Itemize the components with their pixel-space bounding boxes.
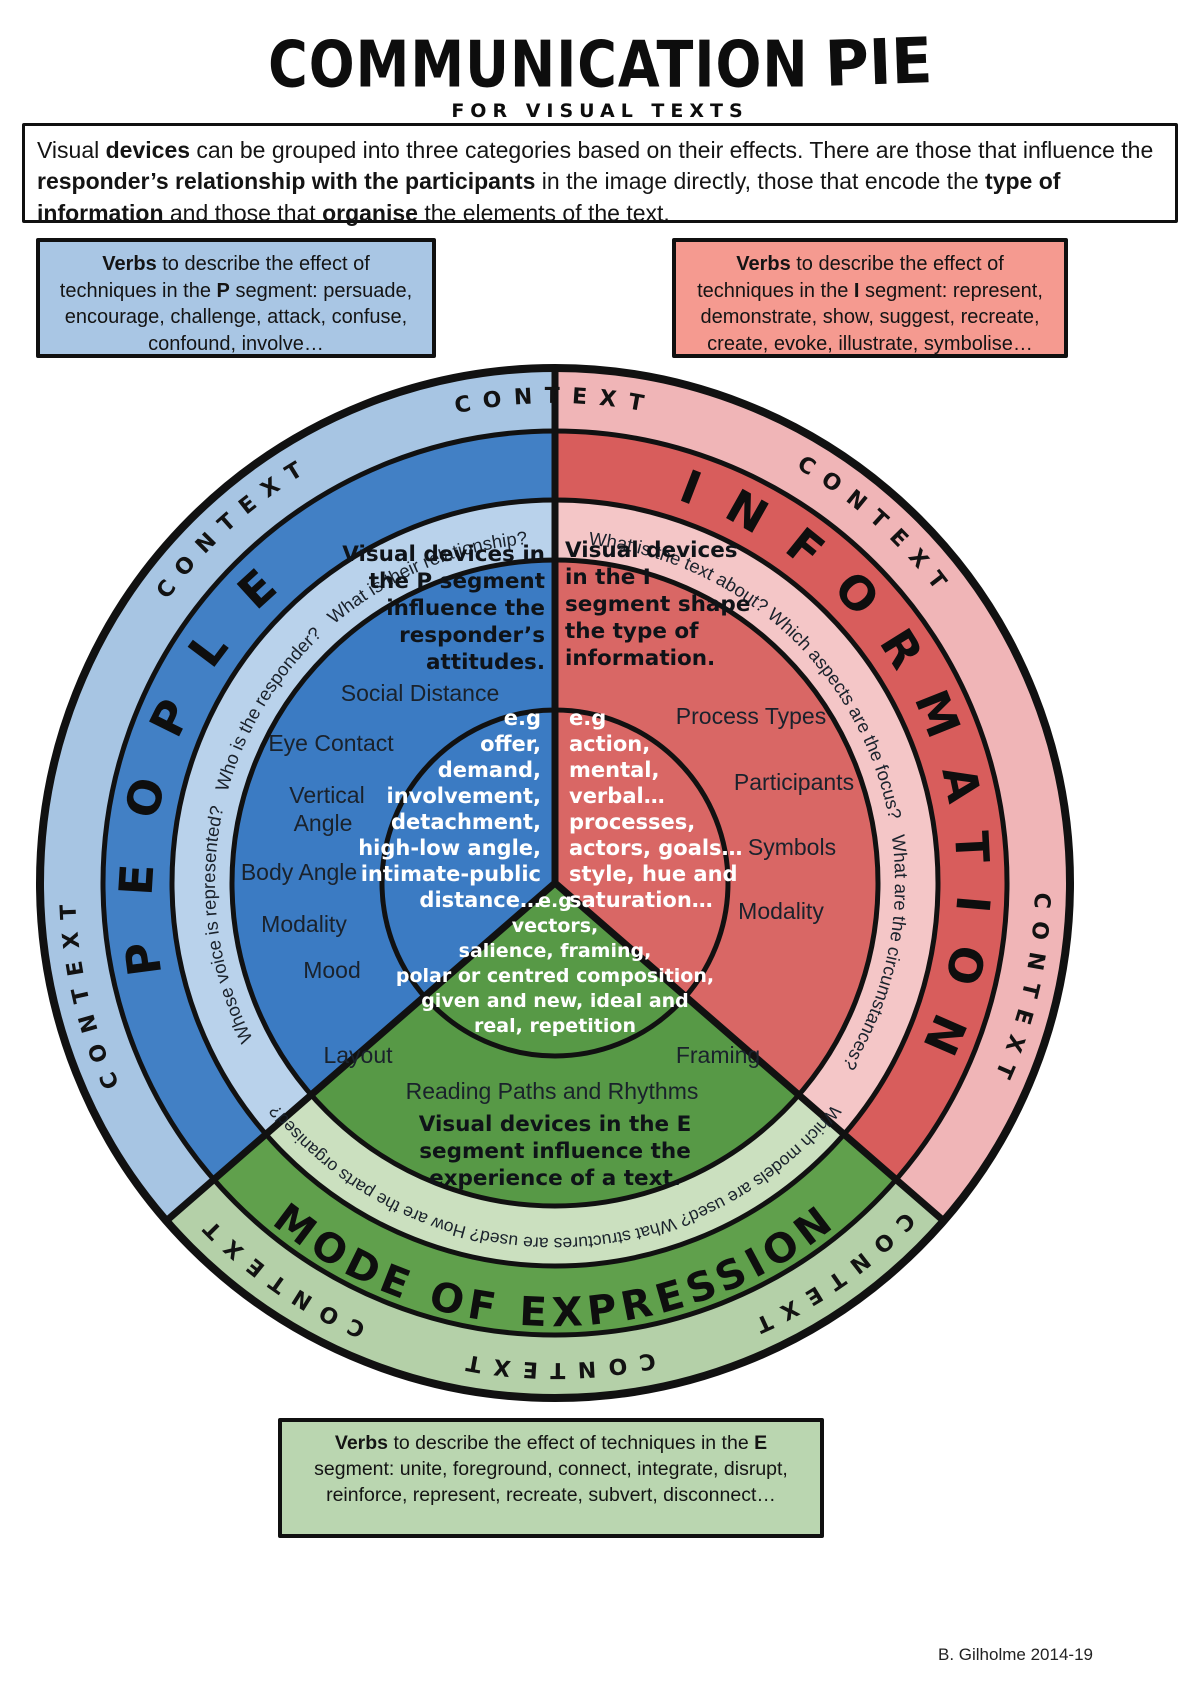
page-subtitle: FOR VISUAL TEXTS [451, 100, 749, 122]
item-i-symbols: Symbols [748, 834, 836, 860]
heading-p: Visual devices in the P segment influenc… [342, 542, 545, 675]
item-p-body-angle: Body Angle [241, 859, 357, 885]
heading-i: Visual devices in the I segment shape th… [565, 538, 751, 671]
segment-p-context-ring [39, 367, 555, 1221]
item-p-angle: Angle [294, 810, 353, 836]
item-i-participants: Participants [734, 769, 854, 795]
heading-e-wrap: Visual devices in the E segment influenc… [418, 1112, 692, 1191]
segment-e-context-ring [166, 1179, 944, 1399]
title-accent: PIE [823, 24, 934, 102]
segment-e-name-ring [213, 1134, 897, 1336]
item-e-layout: Layout [323, 1042, 393, 1068]
segment-i-name-ring [555, 431, 1008, 1180]
item-p-mood: Mood [303, 957, 361, 983]
item-p-social-distance: Social Distance [341, 680, 500, 706]
segment-e-inner [311, 883, 799, 1207]
divider-e-p [164, 880, 558, 1224]
intro-box: Visual devices can be grouped into three… [22, 123, 1178, 226]
item-e-framing: Framing [676, 1042, 760, 1068]
communication-pie-wheel: CONTEXT CONTEXT CONTEXT CONTEXT CONTEXT … [36, 364, 1074, 1402]
item-p-modality: Modality [261, 911, 347, 937]
verb-box-p: Verbs to describe the effect of techniqu… [36, 238, 436, 358]
verb-box-e: Verbs to describe the effect of techniqu… [278, 1418, 824, 1538]
item-i-process-types: Process Types [676, 703, 826, 729]
heading-i-wrap: Visual devices in the I segment shape th… [565, 538, 751, 671]
heading-e: Visual devices in the E segment influenc… [418, 1112, 692, 1191]
verb-box-i: Verbs to describe the effect of techniqu… [672, 238, 1068, 358]
segment-i-question-ring [555, 500, 938, 1135]
divider-i-e [552, 880, 946, 1224]
credit: B. Gilholme 2014-19 [938, 1645, 1093, 1664]
item-i-modality: Modality [738, 898, 824, 924]
item-e-reading-paths: Reading Paths and Rhythms [406, 1078, 699, 1104]
item-p-eye-contact: Eye Contact [268, 730, 394, 756]
item-p-vertical: Vertical [289, 782, 364, 808]
heading-p-wrap: Visual devices in the P segment influenc… [342, 542, 545, 675]
segment-e-question-ring [265, 1094, 845, 1266]
segment-p-name-ring [102, 431, 555, 1180]
title-main: COMMUNICATION [268, 27, 809, 102]
segment-i-context-ring [555, 368, 1071, 1221]
segment-p-question-ring [172, 500, 555, 1135]
